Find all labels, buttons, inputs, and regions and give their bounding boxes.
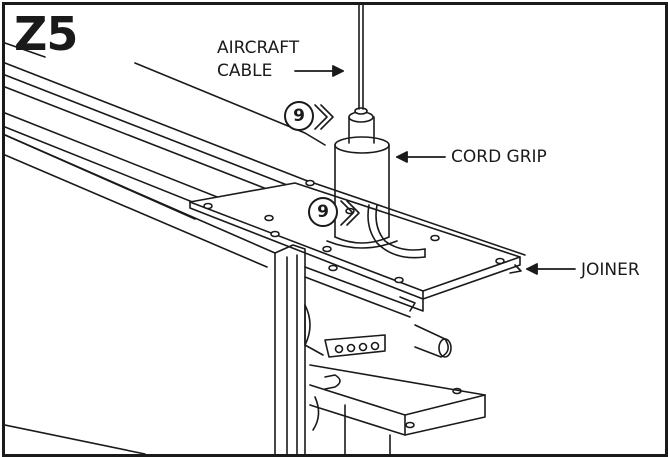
- joiner-plate: [189, 182, 522, 318]
- step-label: Z5: [14, 7, 78, 61]
- callout-pointers: [314, 104, 360, 226]
- cord-grip-label: CORD GRIP: [451, 147, 547, 167]
- fixture-front-panel: [5, 134, 306, 454]
- joiner-assembly-drawing: [5, 5, 576, 454]
- joiner-label: JOINER: [581, 260, 640, 280]
- aircraft-cable: [358, 5, 364, 110]
- plate-screw-holes: [203, 179, 505, 284]
- aircraft-cable-label-line2: CABLE: [217, 61, 273, 81]
- aircraft-cable-label-line1: AIRCRAFT: [217, 38, 300, 58]
- callout-9-cable-top: 9: [284, 101, 314, 131]
- cord-grip-body: [326, 107, 398, 249]
- power-cord: [367, 204, 426, 259]
- callout-9-cord-exit: 9: [308, 197, 338, 227]
- leader-arrows: [294, 65, 576, 275]
- lower-bracket: [304, 304, 486, 454]
